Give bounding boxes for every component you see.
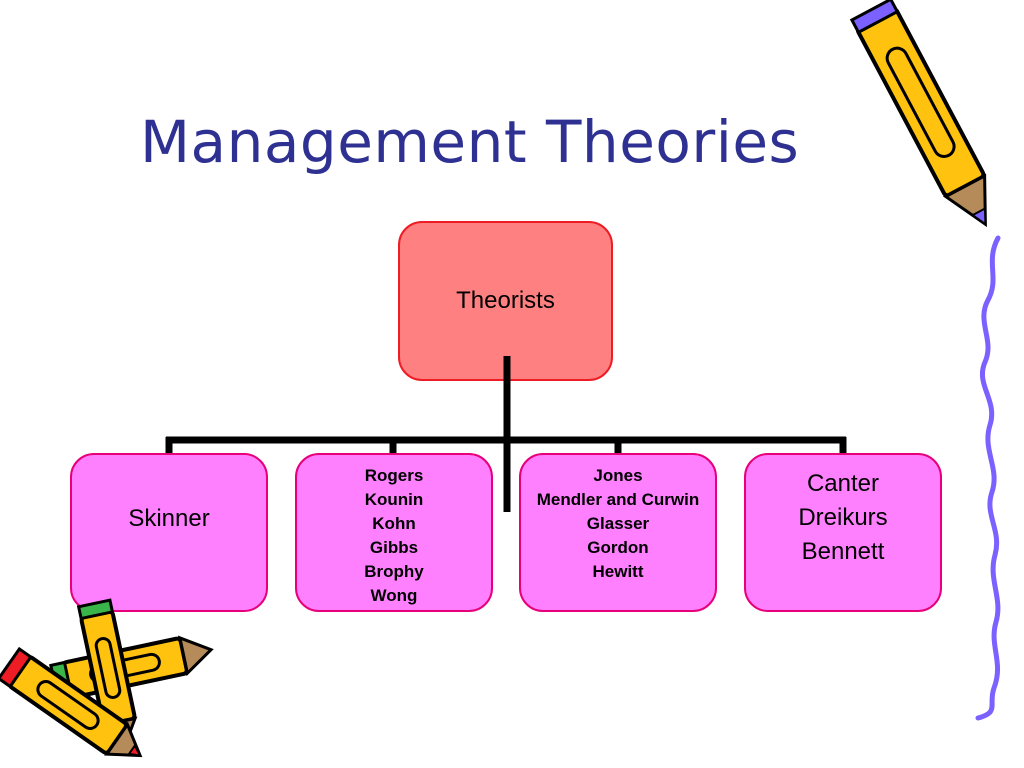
child-node-2-name-6: Wong — [370, 586, 418, 605]
child-node-4-name-2: Dreikurs — [798, 504, 888, 531]
root-node-theorists: Theorists — [398, 221, 613, 381]
child-node-4-name-1: Canter — [806, 470, 880, 497]
root-node-label: Theorists — [456, 287, 555, 314]
slide-title: Management Theories — [140, 108, 800, 176]
child-node-2: Rogers Kounin Kohn Gibbs Brophy Wong — [295, 453, 493, 612]
child-node-1: Skinner — [70, 453, 268, 612]
child-node-3-name-1: Jones — [593, 466, 643, 485]
child-node-2-name-2: Kounin — [364, 490, 424, 509]
child-node-2-name-3: Kohn — [372, 514, 416, 533]
child-node-2-name-1: Rogers — [364, 466, 424, 485]
child-node-1-name-1: Skinner — [128, 504, 210, 532]
child-node-3-name-2: Mendler and Curwin — [536, 490, 700, 509]
child-node-4: Canter Dreikurs Bennett — [744, 453, 942, 612]
child-node-3: Jones Mendler and Curwin Glasser Gordon … — [519, 453, 717, 612]
child-node-3-name-3: Glasser — [586, 514, 650, 533]
child-node-3-name-4: Gordon — [587, 538, 649, 557]
child-node-3-name-5: Hewitt — [592, 562, 644, 581]
child-node-2-name-5: Brophy — [364, 562, 424, 581]
child-node-4-name-3: Bennett — [801, 538, 885, 565]
child-node-2-name-4: Gibbs — [369, 538, 419, 557]
